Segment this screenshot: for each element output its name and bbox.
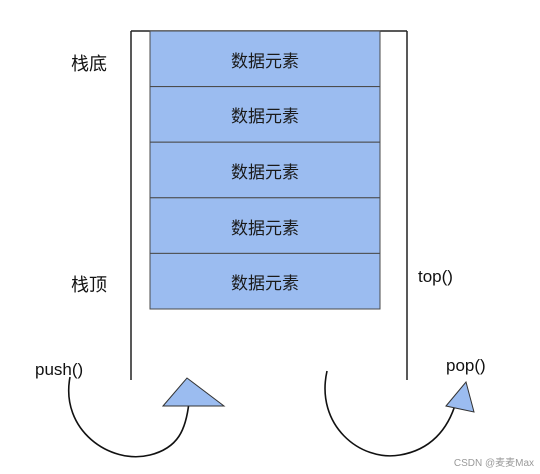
top-function-label: top() [418,267,453,286]
stack-top-label: 栈顶 [71,275,107,296]
stack-cell [149,141,381,199]
stack-cell [149,252,381,310]
stack-bottom-label: 栈底 [71,54,107,75]
stack-cells [149,30,381,310]
stack-cell-label: 数据元素 [231,218,299,239]
stack-cell-label: 数据元素 [231,163,299,183]
pop-function-label: pop() [446,356,486,375]
stack-cell-label: 数据元素 [231,107,299,128]
stack-cell-label: 数据元素 [231,274,299,295]
watermark: CSDN @麦麦Max [453,458,534,469]
stack-cell [149,197,381,254]
push-arrow-head [161,377,226,407]
stack-cell [149,30,381,88]
pop-arrow-head [445,380,475,413]
stack-cell-label: 数据元素 [231,51,299,72]
push-arrow-curve [67,376,190,458]
push-function-label: push() [35,360,84,379]
pop-arrow-curve [324,370,457,457]
